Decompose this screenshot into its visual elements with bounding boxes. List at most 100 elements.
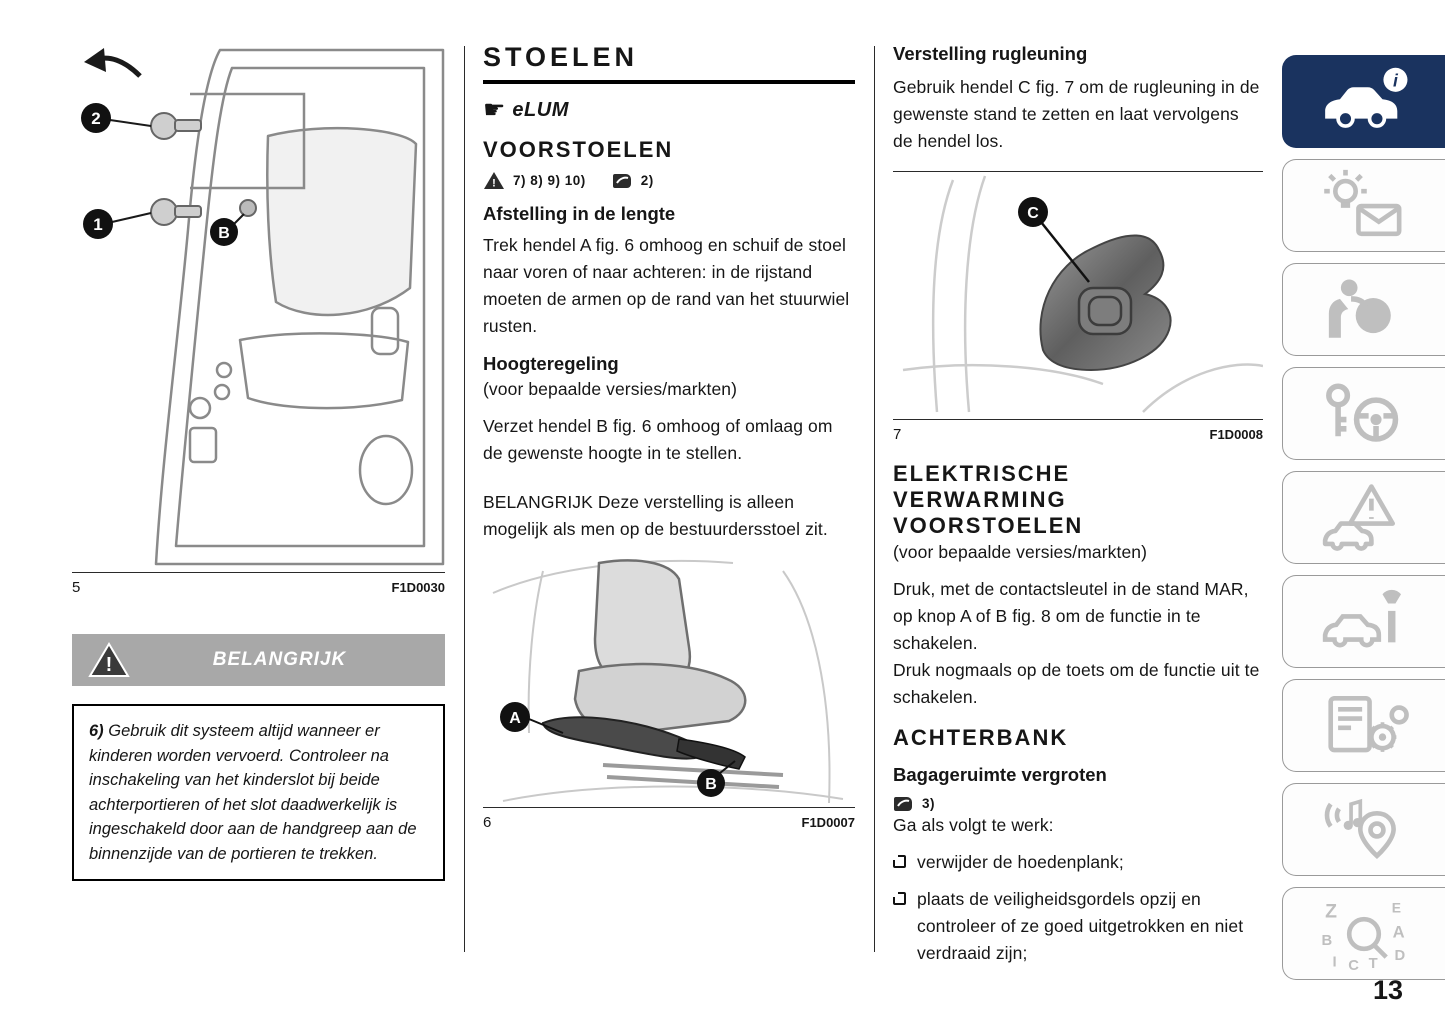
caution-references: ! 7) 8) 9) 10) 2) <box>483 171 855 190</box>
square-bullet-icon <box>892 891 906 905</box>
figure-5-caption: 5 F1D0030 <box>72 572 445 596</box>
callout-label-2: 2 <box>81 103 111 133</box>
verwarming-heading-line1: ELEKTRISCHE <box>893 461 1071 486</box>
figure-6-caption: 6 F1D0007 <box>483 807 855 831</box>
sidebar-tab-vehicle-info[interactable]: i <box>1282 55 1445 148</box>
figure-number: 5 <box>72 579 81 596</box>
sidebar-tab-in-emergency[interactable] <box>1282 471 1445 564</box>
callout-label-c: C <box>1018 197 1048 227</box>
figure-7-backrest-handle: C <box>902 175 1263 413</box>
svg-text:D: D <box>1395 947 1406 963</box>
figure-code: F1D0030 <box>391 580 445 595</box>
subsection-hoogte-title: Hoogteregeling <box>483 353 619 374</box>
elum-label: eLUM <box>512 99 569 121</box>
svg-text:T: T <box>1369 956 1378 971</box>
figure-code: F1D0008 <box>1209 427 1263 442</box>
column-divider-right <box>874 46 875 952</box>
list-item-text: verwijder de hoedenplank; <box>917 852 1124 872</box>
svg-text:A: A <box>1393 922 1405 941</box>
sidebar-tab-technical-data[interactable] <box>1282 679 1445 772</box>
subsection-lengte-title: Afstelling in de lengte <box>483 203 676 224</box>
svg-text:A: A <box>509 710 521 727</box>
car-info-icon: i <box>1325 67 1408 128</box>
verwarming-text1: Druk, met de contactsleutel in de stand … <box>893 579 1249 653</box>
list-item-text: plaats de veiligheidsgordels opzij en co… <box>917 889 1244 963</box>
caution-numbers: 7) 8) 9) 10) <box>513 173 586 188</box>
subsection-hoogte-text: Verzet hendel B fig. 6 omhoog of omlaag … <box>483 416 833 463</box>
list-item: verwijder de hoedenplank; <box>892 849 1263 876</box>
bagage-title: Bagageruimte vergroten <box>893 764 1107 785</box>
key-steering-wheel-icon <box>1326 382 1399 442</box>
chapter-title-rule <box>483 80 855 84</box>
callout-label-b: B <box>697 769 725 797</box>
list-item: plaats de veiligheidsgordels opzij en co… <box>892 886 1263 967</box>
background-lines <box>902 175 1263 413</box>
note-ref: 6) <box>89 722 104 740</box>
warning-triangle-icon: ! <box>484 172 504 190</box>
sidebar-tab-starting-and-driving[interactable] <box>1282 367 1445 460</box>
column-divider-left <box>464 46 465 952</box>
sidebar-tab-index[interactable]: Z E B A D I C T <box>1282 887 1445 980</box>
important-banner: ! BELANGRIJK <box>72 634 445 686</box>
figure-6-seat-levers: A B <box>492 559 844 803</box>
alphabetical-index-icon: Z E B A D I C T <box>1321 899 1406 971</box>
svg-text:!: ! <box>106 654 113 676</box>
subsection-lengte-text: Trek hendel A fig. 6 omhoog en schuif de… <box>483 235 850 336</box>
page-number: 13 <box>1372 975 1403 1005</box>
verwarming-heading-line2: VERWARMING <box>893 487 1067 512</box>
child-lock-note-box: 6) Gebruik dit systeem altijd wanneer er… <box>72 704 445 881</box>
advice-numbers: 3) <box>922 796 936 811</box>
svg-text:B: B <box>218 225 230 242</box>
important-banner-title: BELANGRIJK <box>212 649 347 670</box>
elum-reference: ☛ eLUM <box>483 98 855 123</box>
svg-text:B: B <box>705 776 717 793</box>
warning-triangle-icon: ! <box>88 641 130 677</box>
sidebar-tab-multimedia[interactable] <box>1282 783 1445 876</box>
sound-location-icon <box>1324 798 1396 859</box>
callout-label-b: B <box>210 218 238 246</box>
section-heading-voorstoelen: VOORSTOELEN <box>483 137 674 162</box>
left-column: 2 1 B 5 F1D0030 ! BELANGRIJK 6) Gebruik … <box>72 40 445 881</box>
document-gears-icon <box>1328 695 1409 752</box>
verwarming-heading-line3: VOORSTOELEN <box>893 513 1084 538</box>
car-wrench-icon <box>1322 589 1401 647</box>
svg-text:B: B <box>1321 933 1332 949</box>
svg-text:i: i <box>1393 70 1399 90</box>
svg-text:C: C <box>1348 958 1359 971</box>
important-note-text: BELANGRIJK Deze verstelling is alleen mo… <box>483 492 828 539</box>
verwarming-note: (voor bepaalde versies/markten) <box>893 542 1148 562</box>
figure-7-top-rule <box>893 171 1263 172</box>
pointing-hand-icon: ☛ <box>483 96 506 124</box>
chapter-title: STOELEN <box>483 42 639 72</box>
figure-code: F1D0007 <box>801 815 855 830</box>
bagage-references: 3) <box>893 795 1263 812</box>
advice-icon <box>894 797 912 811</box>
square-bullet-icon <box>892 854 906 868</box>
warning-triangle-car-icon <box>1322 483 1395 551</box>
sidebar-tab-lights-and-messages[interactable] <box>1282 159 1445 252</box>
lever-b <box>676 738 746 770</box>
svg-text:C: C <box>1027 205 1039 222</box>
subsection-hoogte-note: (voor bepaalde versies/markten) <box>483 379 738 399</box>
achterbank-heading: ACHTERBANK <box>893 725 1069 750</box>
svg-text:1: 1 <box>93 215 102 234</box>
right-column: Verstelling rugleuning Gebruik hendel C … <box>892 42 1263 967</box>
svg-text:2: 2 <box>91 109 100 128</box>
sidebar-tab-safety[interactable] <box>1282 263 1445 356</box>
lock-inset-detail <box>150 92 306 226</box>
rugleuning-title: Verstelling rugleuning <box>893 43 1088 64</box>
callout-label-1: 1 <box>83 209 113 239</box>
sidebar-tab-servicing-and-care[interactable] <box>1282 575 1445 668</box>
svg-text:E: E <box>1392 899 1401 915</box>
section-tab-sidebar: i <box>1282 55 1445 991</box>
note-text: Gebruik dit systeem altijd wanneer er ki… <box>89 722 417 863</box>
light-and-message-icon <box>1324 169 1402 236</box>
figure-7-caption: 7 F1D0008 <box>893 419 1263 443</box>
bagage-intro: Ga als volgt te werk: <box>893 815 1054 835</box>
rugleuning-text: Gebruik hendel C fig. 7 om de rugleuning… <box>893 77 1260 151</box>
rotate-arrow-icon <box>84 48 142 78</box>
airbag-person-icon <box>1328 278 1391 338</box>
callout-label-a: A <box>500 702 530 732</box>
middle-column: STOELEN ☛ eLUM VOORSTOELEN ! 7) 8) 9) 10… <box>483 42 855 831</box>
svg-text:!: ! <box>492 178 496 190</box>
